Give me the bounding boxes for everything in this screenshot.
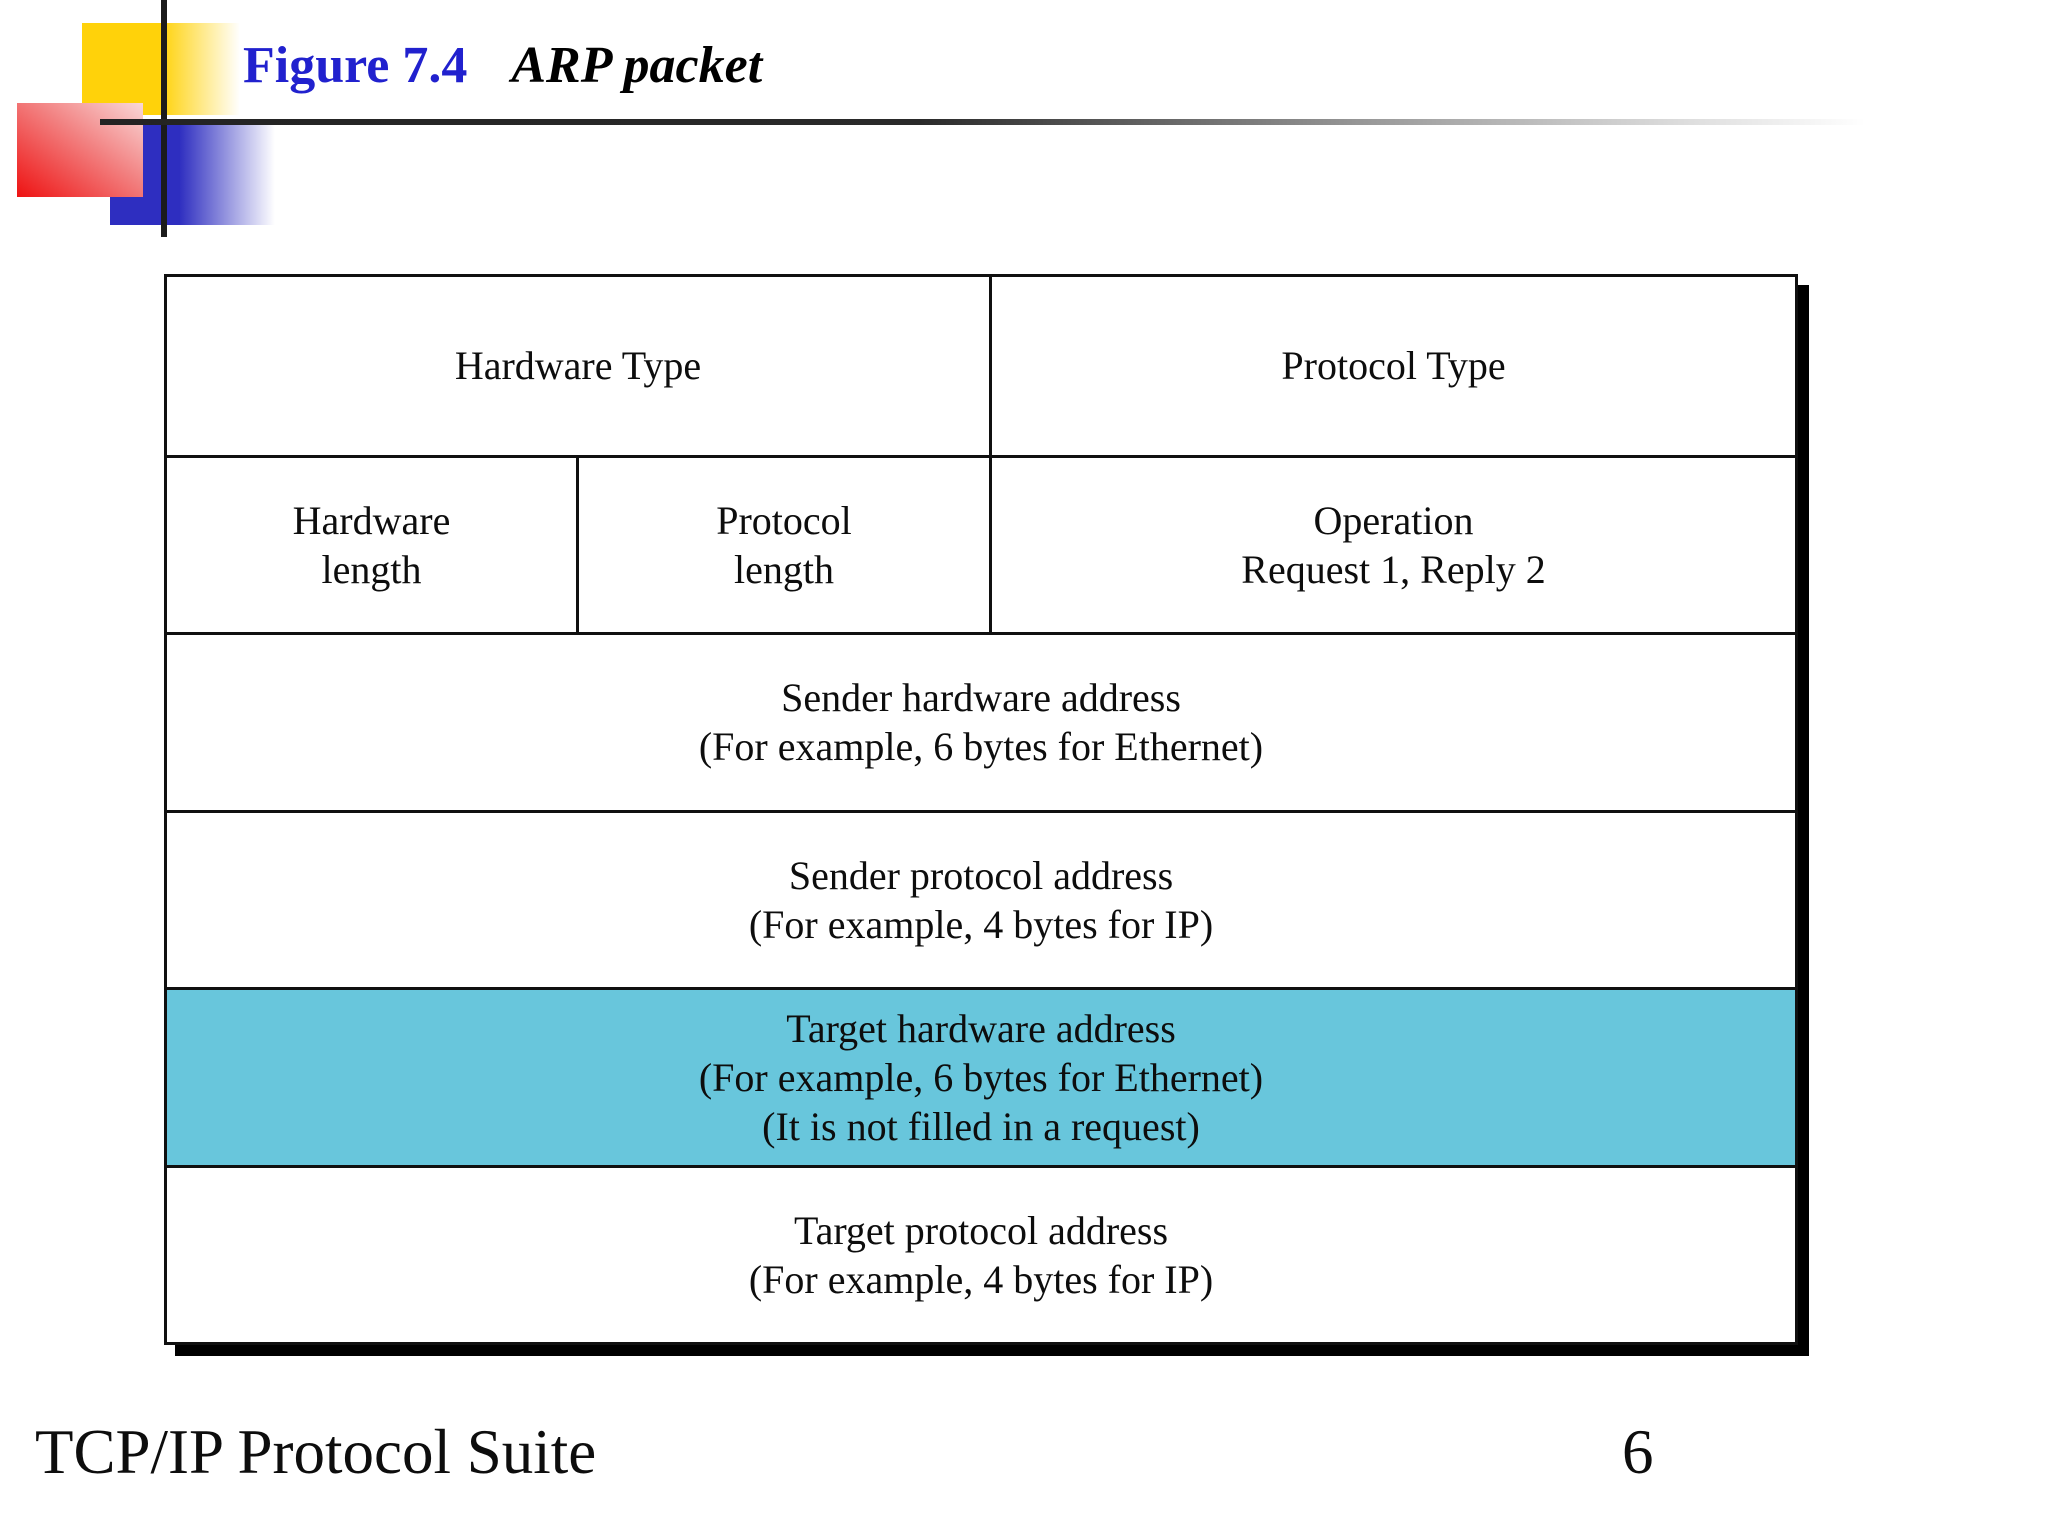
table-row: Target protocol address (For example, 4 … <box>167 1164 1795 1343</box>
field-target-hardware-address: Target hardware address (For example, 6 … <box>167 990 1795 1165</box>
figure-number-label: Figure 7.4 <box>243 37 468 94</box>
page-number: 6 <box>1622 1417 1654 1487</box>
table-row: Target hardware address (For example, 6 … <box>167 987 1795 1165</box>
field-protocol-length: Protocol length <box>576 457 989 632</box>
book-title: TCP/IP Protocol Suite <box>35 1417 597 1487</box>
field-target-protocol-address: Target protocol address (For example, 4 … <box>748 1207 1214 1302</box>
field-operation: Operation Request 1, Reply 2 <box>989 457 1795 632</box>
decorative-vertical-line <box>161 0 167 237</box>
field-sender-protocol-address: Sender protocol address (For example, 4 … <box>748 852 1214 947</box>
figure-caption: ARP packet <box>511 37 763 94</box>
table-row: Sender protocol address (For example, 4 … <box>167 809 1795 988</box>
field-sender-hardware-address: Sender hardware address (For example, 6 … <box>698 675 1264 770</box>
field-hardware-length: Hardware length <box>292 497 451 592</box>
decorative-red-square <box>17 103 143 197</box>
field-hardware-type: Hardware Type <box>454 343 702 389</box>
table-row: Hardware Type Protocol Type <box>167 277 1795 455</box>
table-row: Sender hardware address (For example, 6 … <box>167 632 1795 810</box>
field-protocol-type: Protocol Type <box>989 277 1795 455</box>
arp-packet-diagram: Hardware Type Protocol Type Hardware len… <box>164 274 1798 1345</box>
decorative-horizontal-rule <box>100 119 1920 125</box>
table-row: Hardware length Protocol length Operatio… <box>167 454 1795 632</box>
figure-title: Figure 7.4 ARP packet <box>243 36 762 95</box>
